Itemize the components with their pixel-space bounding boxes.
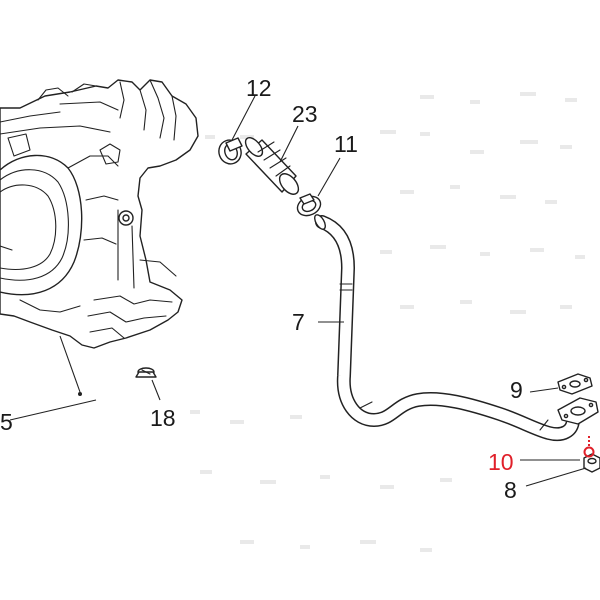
- pipe-part-7: [314, 214, 581, 442]
- nut-part-8: [583, 453, 600, 473]
- clamp-part-12: [218, 137, 243, 165]
- label-part-12: 12: [246, 75, 272, 101]
- leader-lines: [9, 95, 595, 487]
- label-part-8: 8: [504, 477, 517, 503]
- label-part-9: 9: [510, 377, 523, 403]
- watermark-pattern: [190, 92, 585, 552]
- sleeve-part-23: [244, 137, 300, 195]
- label-part-23: 23: [292, 101, 318, 127]
- label-part-5: 5: [0, 409, 13, 435]
- label-part-10: 10: [488, 449, 514, 475]
- gasket-part-9: [557, 373, 593, 395]
- engine-casing: [0, 79, 199, 349]
- clamp-part-11: [296, 193, 322, 217]
- screw-part: [135, 367, 157, 378]
- part-labels: 12 23 11 7 9 10 8 18 5: [0, 75, 523, 503]
- label-part-7: 7: [292, 309, 305, 335]
- label-part-18: 18: [150, 405, 176, 431]
- label-part-11: 11: [334, 131, 358, 157]
- pipe-flange: [557, 397, 599, 425]
